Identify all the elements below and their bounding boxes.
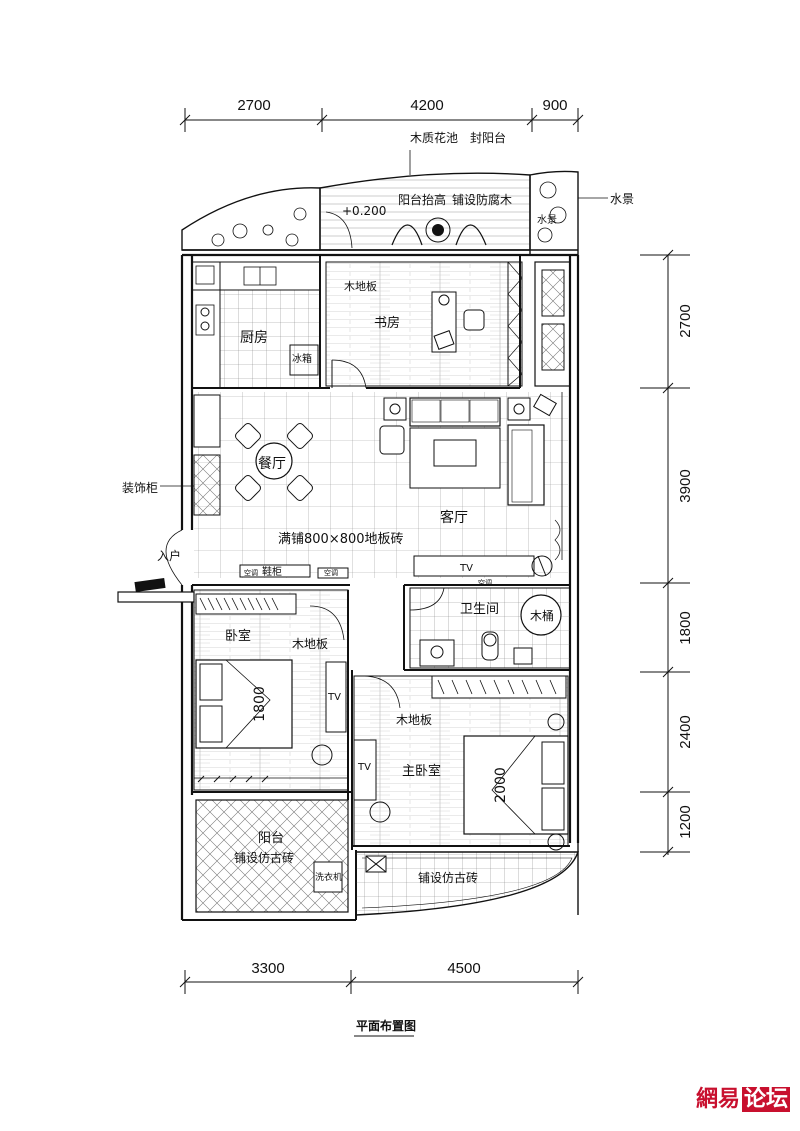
label-elevation: +0.200	[342, 204, 386, 218]
label-master-floor: 木地板	[396, 713, 432, 727]
dim-bottom-1: 3300	[251, 960, 284, 977]
watermark-part1: 網易	[695, 1087, 740, 1112]
bathroom	[403, 584, 571, 671]
label-air-con-3: 空调	[478, 578, 492, 587]
label-water-feature-inner: 水景	[537, 214, 557, 226]
top-dimension	[179, 108, 584, 132]
label-air-con-1: 空调	[244, 568, 258, 577]
room-balcony: 阳台	[258, 831, 284, 846]
living-dining	[193, 392, 568, 579]
label-balcony-tile: 铺设仿古砖	[234, 850, 294, 865]
label-fridge: 冰箱	[292, 352, 312, 365]
room-master: 主卧室	[402, 763, 441, 779]
right-dimension	[640, 249, 690, 858]
plan-title: 平面布置图	[356, 1018, 416, 1033]
dim-right-5: 1200	[677, 805, 694, 838]
entrance	[117, 529, 195, 603]
dim-top-1: 2700	[237, 97, 270, 114]
top-balcony	[181, 170, 579, 256]
label-study-floor: 木地板	[344, 279, 377, 293]
label-air-con-2: 空调	[324, 568, 338, 577]
label-balcony-tile-right: 铺设仿古砖	[418, 870, 478, 885]
label-anticorrosive: 铺设防腐木	[452, 192, 512, 207]
balcony-left	[182, 799, 357, 921]
label-tv-bedroom: TV	[327, 692, 341, 703]
dim-right-4: 2400	[677, 715, 694, 748]
room-bathroom: 卫生间	[460, 602, 499, 617]
label-entrance: 入户	[157, 548, 181, 563]
dim-bottom-2: 4500	[447, 960, 480, 977]
label-washer: 洗衣机	[315, 871, 342, 883]
room-bedroom: 卧室	[225, 628, 251, 644]
label-flower-pool: 木质花池	[410, 130, 458, 145]
label-tv-living: TV	[459, 563, 473, 574]
label-water-feature: 水景	[610, 192, 634, 206]
label-bedroom-floor: 木地板	[292, 637, 328, 651]
bedroom	[192, 584, 352, 800]
watermark: 網易论坛	[696, 1081, 790, 1113]
watermark-part2: 论坛	[741, 1087, 790, 1112]
dim-top-3: 900	[542, 97, 567, 114]
dim-right-2: 3900	[677, 469, 694, 502]
bottom-dimension	[179, 970, 584, 994]
label-sealed-balcony: 封阳台	[470, 130, 506, 145]
right-cabinet	[534, 261, 571, 387]
label-floor-tile: 满铺800×800地板砖	[278, 532, 404, 547]
label-deco-cabinet: 装饰柜	[122, 481, 158, 495]
room-dining: 餐厅	[258, 456, 286, 472]
room-living: 客厅	[440, 509, 468, 526]
label-bed-size-master: 2000	[493, 767, 509, 803]
room-study: 书房	[374, 315, 400, 331]
master-bedroom	[351, 670, 570, 851]
dim-right-1: 2700	[677, 304, 694, 337]
label-tv-master: TV	[357, 762, 371, 773]
label-shoe-cabinet: 鞋柜	[262, 565, 282, 578]
balcony-right	[355, 843, 579, 916]
kitchen	[191, 255, 330, 389]
label-bed-size-small: 1800	[252, 686, 268, 722]
study	[325, 255, 523, 389]
room-kitchen: 厨房	[240, 330, 268, 346]
dim-right-3: 1800	[677, 611, 694, 644]
dim-top-2: 4200	[410, 97, 443, 114]
label-balcony-raise: 阳台抬高	[398, 192, 446, 207]
label-wooden-tub: 木桶	[530, 608, 554, 623]
